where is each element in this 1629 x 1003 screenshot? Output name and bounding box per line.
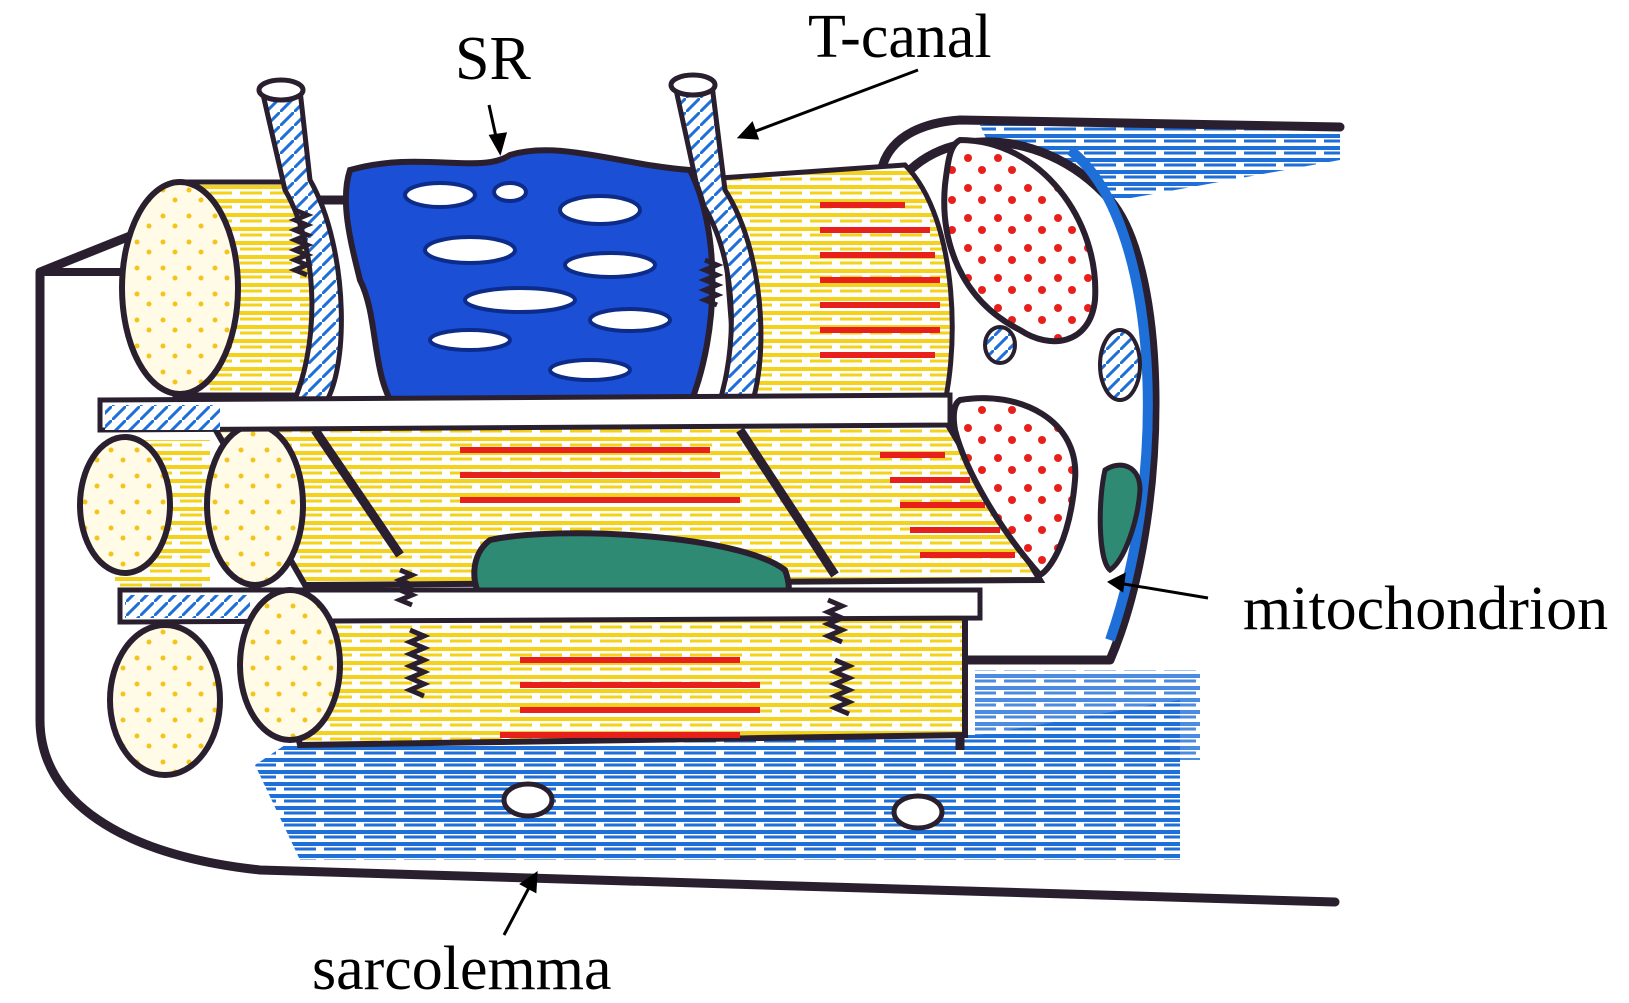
myofibril-lower — [270, 615, 965, 745]
blue-spot-2 — [1100, 330, 1140, 400]
sarcolemma-pore-1 — [504, 784, 552, 816]
myofibril-end-lower — [240, 590, 340, 740]
arrow-t-canal — [748, 70, 918, 134]
myofibril-end-lower-left — [110, 625, 220, 775]
sarcoplasm-right — [975, 670, 1200, 760]
fibril-top-band — [100, 395, 950, 430]
blue-gap-lower — [125, 595, 250, 618]
myofibril-end-mid — [207, 425, 303, 585]
label-sarcolemma: sarcolemma — [312, 938, 612, 1000]
sarcoplasmic-reticulum — [346, 150, 713, 415]
label-mitochondrion: mitochondrion — [1243, 578, 1608, 640]
label-sr: SR — [455, 28, 531, 90]
red-a-band-upper — [820, 205, 940, 355]
blue-gap-left — [105, 405, 220, 430]
arrow-sarcolemma — [504, 882, 532, 935]
blue-spot-1 — [985, 327, 1015, 363]
label-t-canal: T-canal — [808, 6, 992, 68]
myofibril-end-upper-left — [122, 182, 238, 394]
myofibril-end-mid-left — [80, 437, 170, 573]
sarcolemma-pore-2 — [894, 796, 942, 828]
